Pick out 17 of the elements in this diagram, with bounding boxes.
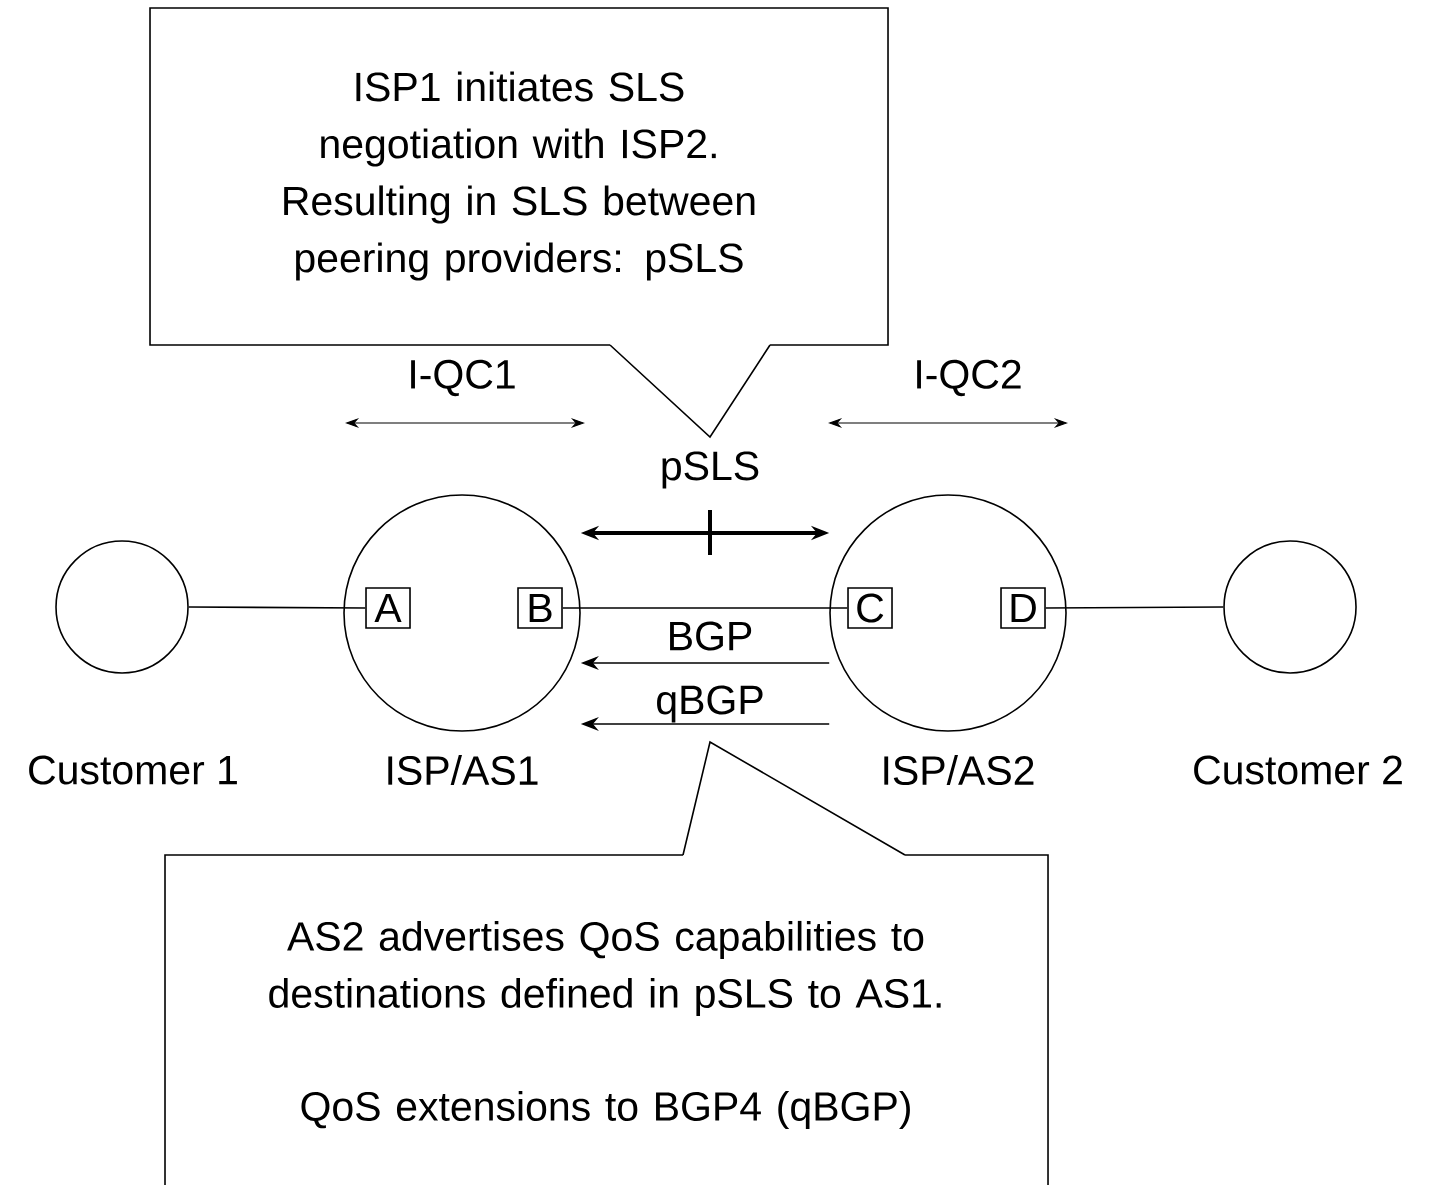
port-box: D — [1000, 587, 1046, 629]
port-box: A — [365, 587, 411, 629]
node-label: Customer 2 — [1194, 755, 1402, 785]
link-line — [562, 607, 848, 609]
port-box: C — [847, 587, 893, 629]
edge-label: BGP — [670, 621, 752, 651]
scope-label: I-QC2 — [917, 359, 1021, 397]
node-label: ISP/AS1 — [388, 754, 538, 786]
edge-label: qBGP — [657, 685, 763, 723]
link-line — [1045, 606, 1224, 609]
edge-label: pSLS — [662, 451, 759, 489]
callout-box: AS2 advertises QoS capabilities to destinations defined in pSLS to AS1. QoS extensions to BGP4 (qBGP) — [164, 854, 1049, 1185]
link-line — [188, 606, 366, 609]
callout-box: ISP1 initiates SLS negotiation with ISP2. Resulting in SLS between peering providers: pSLS — [149, 7, 889, 346]
port-box: B — [517, 587, 563, 629]
node-label: ISP/AS2 — [884, 754, 1034, 786]
node-label: Customer 1 — [29, 755, 237, 785]
